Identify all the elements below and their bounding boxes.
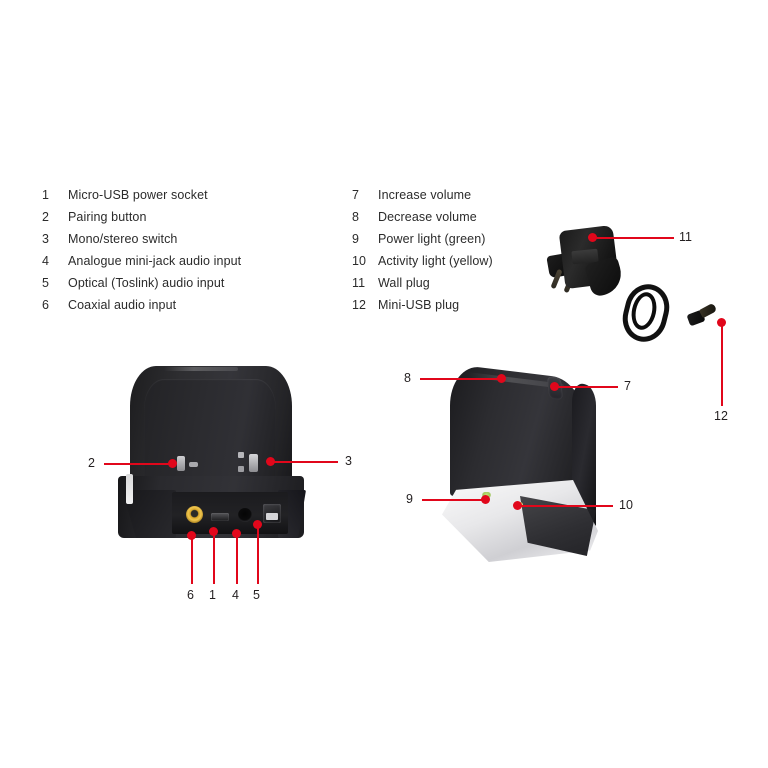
leader-line-3 (271, 461, 338, 464)
leader-dot-11 (588, 233, 597, 242)
legend-item: 4 Analogue mini-jack audio input (42, 250, 241, 272)
legend-number: 4 (42, 254, 50, 268)
callout-number-4: 4 (232, 588, 239, 602)
pairing-button (177, 456, 185, 471)
micro-usb-power-port (211, 513, 229, 521)
legend-number: 5 (42, 276, 50, 290)
mono-stereo-switch-marking-bottom (238, 466, 244, 472)
legend-item: 5 Optical (Toslink) audio input (42, 272, 241, 294)
device-top-highlight (164, 367, 238, 371)
leader-dot-4 (232, 529, 241, 538)
leader-line-4 (236, 533, 239, 584)
callout-number-7: 7 (624, 379, 631, 393)
leader-line-7 (556, 386, 618, 389)
legend-number: 8 (352, 210, 360, 224)
legend-label: Optical (Toslink) audio input (68, 276, 225, 290)
legend-number: 3 (42, 232, 50, 246)
legend-label: Micro-USB power socket (68, 188, 208, 202)
legend-label: Coaxial audio input (68, 298, 177, 312)
callout-number-10: 10 (619, 498, 633, 512)
leader-line-6 (191, 535, 194, 584)
pairing-button-marking (189, 462, 198, 467)
callout-number-2: 2 (88, 456, 95, 470)
leader-dot-2 (168, 459, 177, 468)
leader-dot-3 (266, 457, 275, 466)
legend-number: 2 (42, 210, 50, 224)
callout-number-6: 6 (187, 588, 194, 602)
adapter-cable (528, 222, 736, 347)
legend-item: 10 Activity light (yellow) (352, 250, 493, 272)
leader-line-8 (420, 378, 502, 381)
device-left-edge-band (126, 474, 133, 504)
legend-label: Activity light (yellow) (378, 254, 493, 268)
legend-item: 8 Decrease volume (352, 206, 493, 228)
legend-number: 1 (42, 188, 50, 202)
leader-dot-9 (481, 495, 490, 504)
legend-item: 3 Mono/stereo switch (42, 228, 241, 250)
legend-item: 7 Increase volume (352, 184, 493, 206)
legend-item: 11 Wall plug (352, 272, 493, 294)
leader-line-10 (519, 505, 613, 508)
legend-item: 6 Coaxial audio input (42, 294, 241, 316)
legend-label: Decrease volume (378, 210, 477, 224)
legend-number: 12 (352, 298, 367, 312)
legend-number: 9 (352, 232, 360, 246)
leader-dot-5 (253, 520, 262, 529)
legend-number: 6 (42, 298, 50, 312)
legend-label: Pairing button (68, 210, 147, 224)
legend-item: 2 Pairing button (42, 206, 241, 228)
leader-line-2 (104, 463, 172, 466)
mono-stereo-switch (249, 454, 258, 472)
legend-label: Increase volume (378, 188, 472, 202)
legend-number: 7 (352, 188, 360, 202)
leader-line-5 (257, 524, 260, 584)
callout-number-12: 12 (714, 409, 728, 423)
legend-item: 12 Mini-USB plug (352, 294, 493, 316)
coaxial-audio-port (186, 506, 203, 523)
power-adapter-illustration (528, 222, 736, 347)
callout-number-9: 9 (406, 492, 413, 506)
legend-label: Mono/stereo switch (68, 232, 178, 246)
rear-panel-illustration (118, 366, 310, 558)
legend-label: Wall plug (378, 276, 430, 290)
leader-line-11 (594, 237, 674, 240)
legend-number: 10 (352, 254, 367, 268)
leader-dot-8 (497, 374, 506, 383)
callout-number-8: 8 (404, 371, 411, 385)
legend-label: Analogue mini-jack audio input (68, 254, 242, 268)
leader-line-9 (422, 499, 486, 502)
legend-left-column: 1 Micro-USB power socket 2 Pairing butto… (42, 184, 241, 316)
legend-item: 1 Micro-USB power socket (42, 184, 241, 206)
leader-dot-6 (187, 531, 196, 540)
legend-label: Mini-USB plug (378, 298, 460, 312)
mini-jack-audio-port (238, 508, 252, 522)
leader-dot-1 (209, 527, 218, 536)
legend-label: Power light (green) (378, 232, 486, 246)
callout-number-1: 1 (209, 588, 216, 602)
leader-dot-12 (717, 318, 726, 327)
mono-stereo-switch-marking-top (238, 452, 244, 458)
leader-line-12 (721, 326, 724, 406)
front-view-illustration (440, 363, 620, 564)
leader-line-1 (213, 531, 216, 584)
callout-number-3: 3 (345, 454, 352, 468)
callout-number-5: 5 (253, 588, 260, 602)
optical-toslink-port (263, 504, 281, 523)
legend-item: 9 Power light (green) (352, 228, 493, 250)
legend-right-column: 7 Increase volume 8 Decrease volume 9 Po… (352, 184, 493, 316)
leader-dot-7 (550, 382, 559, 391)
leader-dot-10 (513, 501, 522, 510)
callout-number-11: 11 (679, 230, 692, 244)
legend-number: 11 (352, 276, 366, 290)
